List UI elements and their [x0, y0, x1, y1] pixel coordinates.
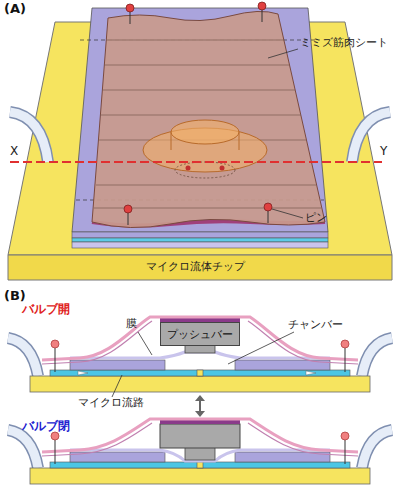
valve-seat [197, 370, 203, 376]
muscle-sheet-section [248, 423, 358, 456]
tube [362, 430, 392, 468]
muscle-fiber [100, 115, 301, 116]
pusher-bar: プッシュバー [160, 322, 240, 346]
section-line [10, 161, 382, 163]
muscle-sheet [92, 11, 325, 227]
flow-arrow [306, 371, 316, 375]
pin-head [124, 205, 132, 213]
valve-dot [220, 166, 225, 171]
tube [8, 338, 38, 376]
microchannel [50, 462, 350, 468]
pin-shaft [345, 440, 346, 464]
membrane-layer [72, 8, 328, 232]
tube [352, 112, 390, 162]
chip-body [30, 376, 370, 392]
part-label: マイクロ流体チップ [146, 261, 245, 273]
muscle-fiber [106, 40, 284, 41]
pin-shaft [345, 348, 346, 372]
part-label: ピン [305, 212, 327, 224]
part-label: 膜 [126, 318, 137, 330]
tube [362, 430, 392, 468]
chip-body [30, 468, 370, 484]
muscle-fiber [104, 65, 289, 66]
node-text: プッシュバー [167, 327, 233, 342]
pin-head [51, 432, 59, 440]
layer-edge [72, 232, 328, 238]
tube [362, 338, 392, 376]
flow-arrow [178, 363, 192, 367]
muscle-fiber [96, 185, 316, 186]
pin-head [264, 203, 272, 211]
muscle-sheet-section [42, 419, 358, 452]
state-arrow [199, 399, 201, 413]
channel-layer-edge [72, 238, 328, 242]
hidden-channel-line [80, 40, 320, 41]
leader-line [272, 209, 303, 218]
leader-line [138, 332, 152, 355]
flow-arrow [78, 371, 88, 375]
valve-dot [186, 166, 191, 171]
pin-head [126, 4, 134, 12]
part-label: マイクロ流路 [78, 397, 144, 409]
pusher-top [171, 120, 239, 144]
microchannel [50, 370, 350, 376]
layer-edge [72, 242, 328, 248]
tube [352, 112, 390, 162]
flow-arrow [208, 363, 222, 367]
part-label: チャンバー [288, 319, 343, 331]
panel-label: (A) [4, 2, 26, 16]
tube [8, 430, 38, 468]
part-label: ミミズ筋肉シート [300, 37, 388, 49]
section-end-label: X [10, 145, 18, 158]
leader-line [112, 375, 122, 397]
tube [8, 338, 38, 376]
pin-head [258, 2, 266, 10]
pin-shaft [55, 348, 56, 372]
chamber-outline [175, 162, 235, 178]
chip-front-face [8, 255, 392, 280]
state-arrow-head [195, 411, 205, 417]
tube [362, 338, 392, 376]
pusher-cap [160, 420, 240, 424]
muscle-sheet-section [42, 317, 358, 360]
panel-label: (B) [4, 289, 26, 303]
section-end-label: Y [380, 145, 387, 158]
state-arrow-head [195, 395, 205, 401]
muscle-fiber [102, 90, 295, 91]
valve-seat [197, 462, 203, 468]
pin-head [341, 432, 349, 440]
tube [8, 430, 38, 468]
leader-line [268, 49, 298, 58]
pin-head [51, 340, 59, 348]
tube [10, 112, 48, 162]
pin-head [341, 340, 349, 348]
state-label: バルブ閉 [22, 420, 70, 433]
state-label: バルブ開 [22, 303, 70, 316]
pusher-stem [185, 345, 215, 353]
pin-shaft [55, 440, 56, 464]
pusher-bar [160, 424, 240, 448]
tube [10, 112, 48, 162]
